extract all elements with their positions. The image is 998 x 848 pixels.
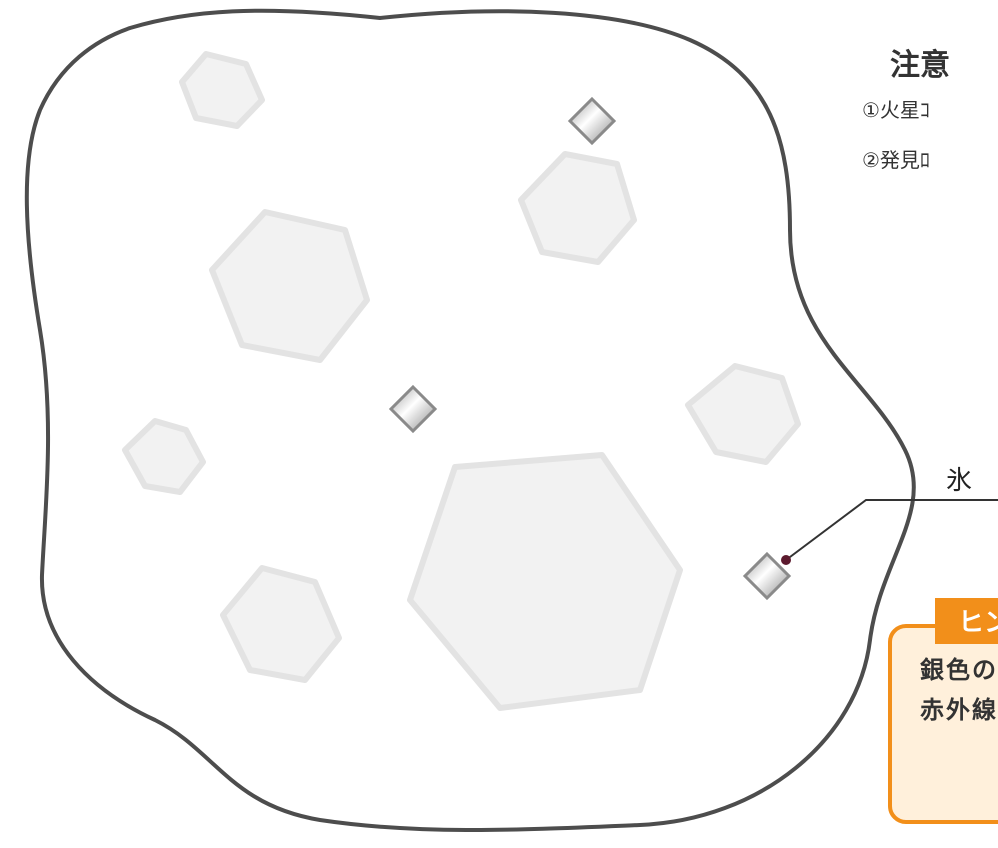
hint-tag-text: ヒン — [958, 608, 998, 638]
rock-hexagon — [685, 363, 801, 465]
diamond-icon — [388, 384, 438, 434]
rock-hexagons — [122, 51, 801, 711]
rock-hexagon — [407, 452, 683, 711]
rock-hexagon — [209, 209, 370, 363]
callout-leader-line — [785, 499, 998, 561]
callout-label: 氷 — [946, 466, 973, 496]
hint-line-1: 銀色の — [920, 656, 998, 684]
rock-hexagon — [179, 51, 265, 129]
hint-line-2: 赤外線 — [920, 696, 998, 724]
diamond-icon — [742, 551, 792, 601]
rock-hexagon — [518, 151, 637, 265]
ice-crystals — [388, 96, 792, 601]
note-item-1: ①火星ｺ — [862, 98, 930, 122]
rock-hexagon — [220, 565, 342, 683]
hint-tag — [935, 598, 998, 644]
diamond-icon — [567, 96, 617, 146]
notes-title: 注意 — [890, 48, 950, 83]
callout-dot — [781, 555, 791, 565]
note-item-2: ②発見ﾛ — [862, 148, 930, 172]
rock-hexagon — [122, 418, 206, 495]
